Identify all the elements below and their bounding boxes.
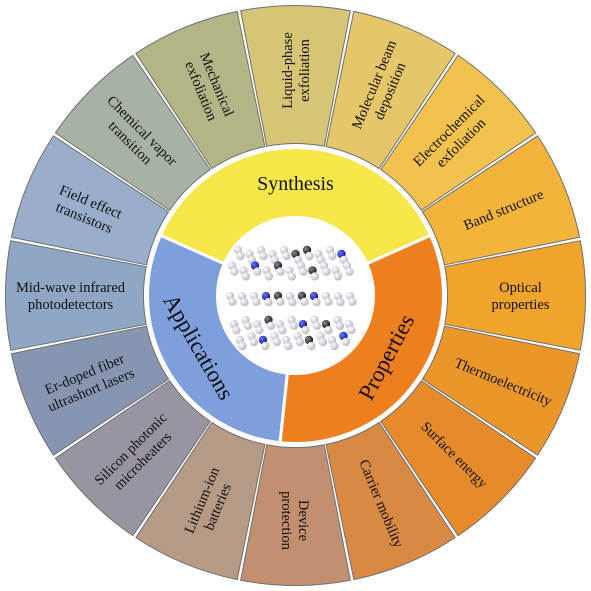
atom-light	[330, 341, 339, 351]
segment-wedge	[135, 421, 266, 581]
atom-light	[264, 298, 273, 307]
segment-wedge	[5, 240, 147, 351]
segment-wedge	[325, 10, 456, 170]
segment-label-line: Optical	[499, 280, 542, 296]
atom-light	[282, 251, 291, 261]
atom-light	[240, 298, 249, 307]
segment-wedge	[325, 421, 456, 581]
segment: Mechanicalexfoliation	[135, 10, 266, 170]
atom-light	[310, 272, 320, 281]
segment: Liquid-phaseexfoliation	[240, 5, 351, 147]
segment-wedge	[380, 54, 537, 211]
segment-label-line: photodetectors	[28, 297, 114, 313]
atom-light	[328, 251, 337, 261]
atom-light	[336, 298, 345, 307]
segment-wedge	[444, 240, 586, 351]
segment-wedge	[54, 380, 211, 537]
segment: Field effecttransistors	[10, 135, 170, 266]
atom-light	[289, 321, 299, 330]
atom-light	[333, 272, 343, 281]
atom-light	[312, 321, 322, 330]
center-ring: Synthesis Properties Applications	[146, 146, 445, 445]
segment-wedge	[421, 325, 581, 456]
atom-light	[272, 337, 282, 347]
segment: Band structure	[421, 135, 581, 266]
atom-light	[249, 337, 259, 347]
segment: Silicon photonicmicroheaters	[54, 380, 211, 537]
properties-sector	[278, 233, 445, 445]
segment-wedge	[54, 54, 211, 211]
atom-light	[253, 267, 262, 276]
atom-light	[300, 297, 309, 306]
molecular-structure-illustration	[225, 245, 357, 351]
atom-light	[266, 321, 276, 330]
segment: Molecular beamdeposition	[325, 10, 456, 170]
atom-light	[252, 297, 261, 306]
atom-light	[288, 298, 297, 307]
atom-light	[295, 337, 305, 347]
atom-light	[278, 326, 287, 335]
atom-light	[307, 341, 316, 351]
atom-light	[259, 251, 268, 261]
atom-light	[284, 341, 293, 351]
segment: Surface energy	[380, 380, 537, 537]
atom-light	[335, 321, 345, 330]
segment-label: Liquid-phaseexfoliation	[280, 32, 313, 109]
segment-wedge	[380, 380, 537, 537]
segment-wedge	[10, 325, 170, 456]
segment-label-line: Liquid-phase	[280, 32, 296, 109]
synthesis-label: Synthesis	[257, 173, 334, 195]
segment-label-line: exfoliation	[297, 38, 313, 102]
segment-wedge	[421, 135, 581, 266]
segment-wedge	[240, 5, 351, 147]
segment-wedge	[10, 135, 170, 266]
atom-light	[232, 326, 241, 335]
atom-light	[255, 326, 264, 335]
outer-segments: Liquid-phaseexfoliation Molecular beamdep…	[5, 5, 586, 586]
segment: Chemical vaportransition	[54, 54, 211, 211]
segment: Carrier mobility	[325, 421, 456, 581]
atom-light	[318, 337, 328, 347]
atom-light	[348, 297, 357, 306]
segment-label-line: Device	[295, 500, 311, 541]
atom-light	[276, 297, 285, 306]
atom-light	[230, 267, 239, 276]
segment: Er-doped fiberultrashort lasers	[10, 325, 170, 456]
atom-light	[243, 321, 253, 330]
segment-wedge	[240, 444, 351, 586]
atom-light	[228, 297, 237, 306]
segment-label-line: protection	[278, 491, 294, 551]
atom-light	[301, 326, 310, 335]
atom-light	[341, 337, 351, 347]
segment: Lithium-ionbatteries	[135, 421, 266, 581]
segment: Thermoelectricity	[421, 325, 581, 456]
atom-light	[276, 267, 285, 276]
atom-light	[345, 267, 354, 276]
atom-light	[324, 326, 333, 335]
atom-light	[324, 297, 333, 306]
atom-light	[347, 326, 356, 335]
atom-light	[287, 272, 297, 281]
atom-light	[299, 267, 308, 276]
atom-light	[264, 272, 274, 281]
segment-label: Deviceprotection	[278, 491, 311, 551]
atom-light	[236, 251, 245, 261]
atom-light	[241, 272, 251, 281]
applications-sector	[146, 233, 289, 445]
atom-light	[312, 298, 321, 307]
atom-light	[261, 341, 270, 351]
atom-light	[322, 267, 331, 276]
atom-light	[305, 251, 314, 261]
segment-label-line: Mid-wave infrared	[16, 280, 126, 296]
segment: Deviceprotection	[240, 444, 351, 586]
segment-label-line: properties	[492, 297, 550, 313]
segment-wedge	[135, 10, 266, 170]
atom-light	[238, 341, 247, 351]
